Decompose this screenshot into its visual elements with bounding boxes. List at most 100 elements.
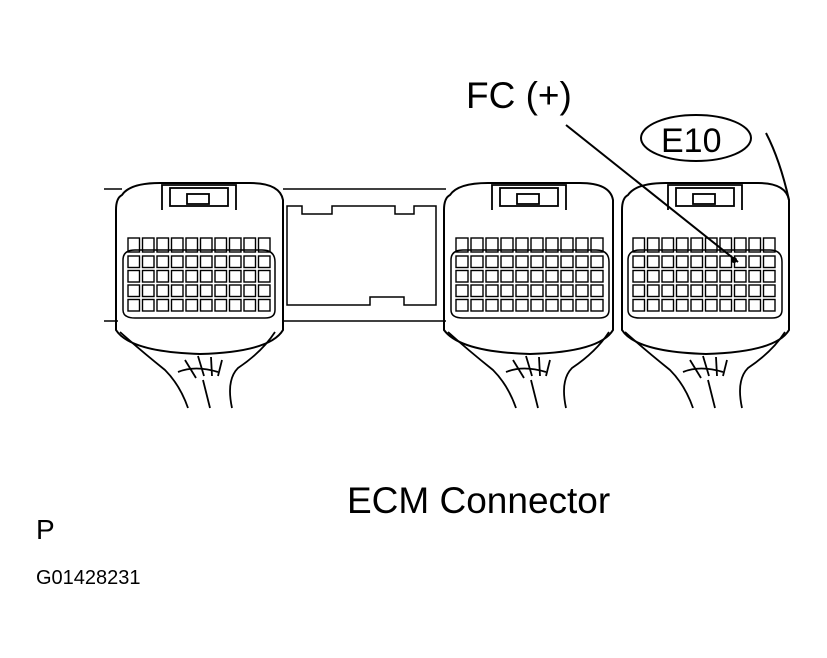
pin-cavity: [675, 284, 689, 298]
pin-cavity: [257, 255, 271, 269]
pin-cavity: [485, 255, 499, 269]
diagram-caption: ECM Connector: [347, 480, 610, 521]
pin-cavity: [185, 284, 199, 298]
pin-cavity: [214, 269, 228, 283]
pin-cavity: [500, 298, 514, 312]
pin-cavity: [214, 298, 228, 312]
pin-cavity: [257, 298, 271, 312]
pin-cavity: [470, 269, 484, 283]
pin-cavity: [515, 255, 529, 269]
pin-grids: [127, 237, 776, 312]
pin-label-fc: FC (+): [466, 75, 572, 116]
pin-cavity: [199, 284, 213, 298]
pin-tab: [515, 237, 529, 253]
pin-tab: [675, 237, 689, 253]
pin-cavity: [170, 298, 184, 312]
pin-cavity: [214, 255, 228, 269]
pin-tab: [661, 237, 675, 253]
pin-cavity: [485, 269, 499, 283]
pin-tab: [646, 237, 660, 253]
left-connector-housing: [115, 182, 284, 356]
pin-tab: [228, 237, 242, 253]
pin-cavity: [560, 284, 574, 298]
pin-tab: [690, 237, 704, 253]
pin-cavity: [156, 255, 170, 269]
pin-cavity: [575, 269, 589, 283]
pin-cavity: [575, 298, 589, 312]
pin-cavity: [719, 255, 733, 269]
pin-cavity: [185, 255, 199, 269]
pin-cavity: [156, 298, 170, 312]
pin-cavity: [733, 298, 747, 312]
pin-cavity: [500, 269, 514, 283]
pin-cavity: [228, 298, 242, 312]
pin-cavity: [243, 298, 257, 312]
pin-cavity: [762, 284, 776, 298]
pin-tab: [257, 237, 271, 253]
pin-cavity: [127, 255, 141, 269]
pin-cavity: [632, 284, 646, 298]
pin-cavity: [560, 255, 574, 269]
pin-cavity: [545, 284, 559, 298]
pin-tab: [127, 237, 141, 253]
pin-cavity: [228, 284, 242, 298]
pin-cavity: [243, 269, 257, 283]
pin-tab: [500, 237, 514, 253]
pin-cavity: [156, 284, 170, 298]
pin-cavity: [545, 269, 559, 283]
pin-cavity: [545, 255, 559, 269]
pin-cavity: [170, 255, 184, 269]
pin-cavity: [530, 298, 544, 312]
pin-cavity: [646, 255, 660, 269]
pin-tab: [485, 237, 499, 253]
connector-code-leader: [765, 132, 790, 201]
pin-cavity: [690, 284, 704, 298]
pin-tab: [590, 237, 604, 253]
pin-cavity: [141, 298, 155, 312]
pin-tab: [632, 237, 646, 253]
pin-cavity: [690, 255, 704, 269]
page-letter: P: [36, 514, 55, 545]
pin-cavity: [500, 255, 514, 269]
pin-cavity: [470, 284, 484, 298]
pin-cavity: [530, 255, 544, 269]
pin-cavity: [762, 255, 776, 269]
pin-tab: [199, 237, 213, 253]
right-pin-grid: [632, 237, 776, 312]
left-harness: [119, 331, 189, 409]
pin-cavity: [470, 298, 484, 312]
right-harness: [624, 331, 694, 409]
pin-cavity: [228, 269, 242, 283]
pin-cavity: [485, 284, 499, 298]
pin-cavity: [646, 284, 660, 298]
pin-cavity: [590, 255, 604, 269]
wire-harnesses: [119, 331, 786, 409]
pin-cavity: [199, 255, 213, 269]
pin-cavity: [632, 269, 646, 283]
center-plate: [286, 205, 437, 306]
pin-cavity: [748, 284, 762, 298]
pin-cavity: [733, 269, 747, 283]
pin-cavity: [675, 269, 689, 283]
pin-cavity: [243, 255, 257, 269]
pin-tab: [733, 237, 747, 253]
connector-faces: [122, 249, 783, 319]
pin-cavity: [141, 269, 155, 283]
pin-cavity: [575, 255, 589, 269]
pin-cavity: [661, 269, 675, 283]
middle-connector-housing: [443, 182, 614, 356]
pin-cavity: [646, 298, 660, 312]
pin-cavity: [515, 298, 529, 312]
figure-id: G01428231: [36, 567, 141, 589]
pin-cavity: [170, 284, 184, 298]
pin-cavity: [257, 269, 271, 283]
connector-housings: [115, 182, 790, 356]
pin-cavity: [560, 269, 574, 283]
pin-tab: [455, 237, 469, 253]
pin-cavity: [590, 284, 604, 298]
pin-cavity: [719, 298, 733, 312]
pin-cavity: [704, 255, 718, 269]
pin-tab: [170, 237, 184, 253]
pin-cavity: [661, 284, 675, 298]
